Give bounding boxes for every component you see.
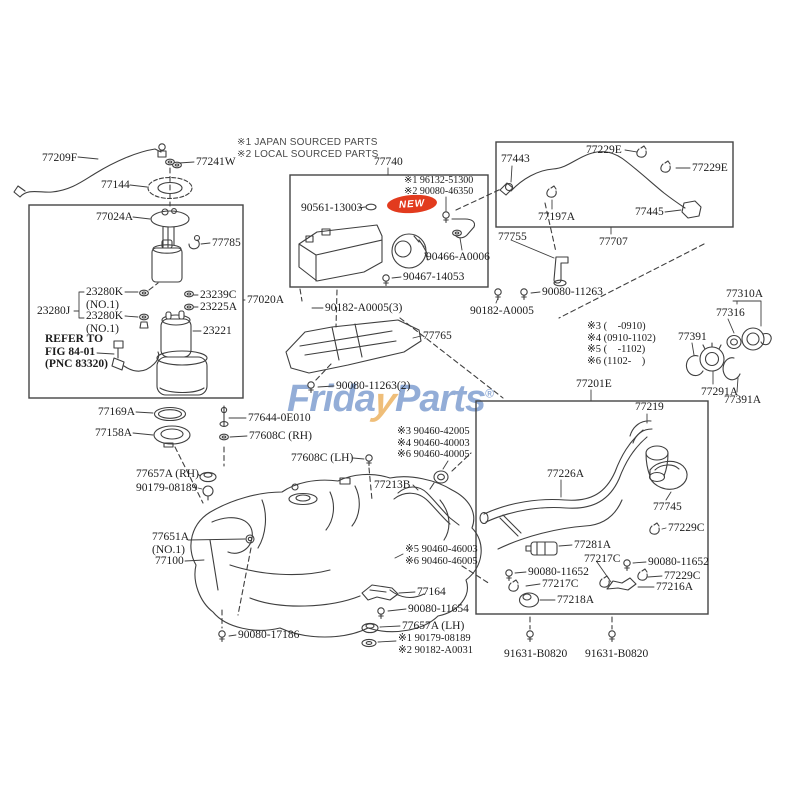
- part-label: 90467-14053: [403, 271, 465, 283]
- part-label: 23280K (NO.1): [86, 286, 124, 311]
- part-label: 77443: [501, 153, 530, 165]
- part-label: 77657A (RH): [136, 468, 199, 480]
- vapor-hose-drawing: [494, 145, 702, 301]
- part-label: 77024A: [96, 211, 134, 223]
- dashed-reference-lines: [148, 167, 705, 630]
- part-label: 77657A (LH): [402, 620, 465, 632]
- frame-boxes: [28, 141, 734, 615]
- part-label: 77608C (LH): [291, 452, 354, 464]
- part-label: 77707: [599, 236, 628, 248]
- charcoal-canister-drawing: [298, 203, 476, 287]
- part-label: 77169A: [98, 406, 136, 418]
- part-label: 77445: [635, 206, 664, 218]
- vapor-hose-box: [495, 141, 734, 228]
- part-label: ※3 90460-42005 ※4 90460-40003 ※6 90460-4…: [397, 426, 470, 461]
- watermark-fridayparts: FridayParts®: [287, 378, 494, 423]
- part-label: 77391A: [724, 394, 762, 406]
- part-label: 23280K (NO.1): [86, 310, 124, 335]
- part-label: 90179-08189: [136, 482, 198, 494]
- part-label: 77755: [498, 231, 527, 243]
- part-label: 23239C: [200, 289, 237, 301]
- part-label: 77608C (RH): [249, 430, 312, 442]
- part-label: 77217C: [584, 553, 621, 565]
- fuel-tank-drawing: [153, 405, 482, 648]
- part-label: 91631-B0820: [504, 648, 568, 660]
- part-label: 90080-11654: [408, 603, 469, 615]
- part-label: 77745: [653, 501, 682, 513]
- part-label: 77197A: [538, 211, 576, 223]
- part-label: 77213B: [374, 479, 411, 491]
- fuel-pump-module-drawing: [111, 226, 208, 396]
- part-label: 77229C: [664, 570, 701, 582]
- part-label: 77785: [212, 237, 241, 249]
- pump-module-box: [28, 204, 244, 399]
- part-label: 77229E: [586, 144, 622, 156]
- part-label: 77226A: [547, 468, 585, 480]
- part-label: 77218A: [557, 594, 595, 606]
- part-label: 91631-B0820: [585, 648, 649, 660]
- part-label: 23221: [203, 325, 232, 337]
- protector-shield-drawing: [285, 319, 422, 394]
- part-label: 77644-0E010: [248, 412, 311, 424]
- part-label: 77020A: [247, 294, 285, 306]
- part-label: 90182-A0005: [470, 305, 534, 317]
- part-label: 77201E: [576, 378, 612, 390]
- part-label: 90561-13003: [301, 202, 363, 214]
- part-label: 23280J: [37, 305, 71, 317]
- part-label: 77158A: [95, 427, 133, 439]
- part-label: ※5 90460-46003 ※6 90460-46005: [405, 544, 478, 567]
- part-label: 77229C: [668, 522, 705, 534]
- leader-lines: [73, 149, 762, 643]
- part-label: 77651A (NO.1): [152, 531, 190, 556]
- part-label: ※1 96132-51300 ※2 90080-46350: [404, 175, 474, 197]
- part-label: 77217C: [542, 578, 579, 590]
- part-label: 77216A: [656, 581, 694, 593]
- part-label: 77209F: [42, 152, 78, 164]
- part-label: 77281A: [574, 539, 612, 551]
- canister-box: [289, 174, 489, 288]
- part-label: ※1 90179-08189 ※2 90182-A0031: [398, 633, 474, 656]
- part-label: 77144: [101, 179, 130, 191]
- part-label: 77229E: [692, 162, 728, 174]
- part-label: 77765: [423, 330, 452, 342]
- registered-mark-icon: ®: [485, 386, 494, 401]
- filler-pipe-box: [475, 400, 709, 615]
- part-label: 77164: [417, 586, 446, 598]
- note-label: ※1 JAPAN SOURCED PARTS ※2 LOCAL SOURCED …: [237, 137, 379, 160]
- part-label: 90080-17186: [238, 629, 300, 641]
- part-label: 90182-A0005(3): [325, 302, 403, 314]
- part-label: 77310A: [726, 288, 764, 300]
- part-label: 77100: [155, 555, 184, 567]
- part-label: 90080-11263(2): [336, 380, 411, 392]
- part-label: 77316: [716, 307, 745, 319]
- part-label: ※3 ( -0910) ※4 (0910-1102) ※5 ( -1102) ※…: [587, 321, 656, 367]
- part-label: 90466-A0006: [426, 251, 490, 263]
- part-label: 77291A: [701, 386, 739, 398]
- fuel-cap-drawing: [685, 327, 772, 381]
- filler-pipe-drawing: [479, 420, 688, 643]
- part-label: 90080-11652: [648, 556, 709, 568]
- watermark-text-left: Frida: [287, 378, 376, 420]
- part-label: 77391: [678, 331, 707, 343]
- part-label: 23225A: [200, 301, 238, 313]
- part-label: 90080-11263: [542, 286, 603, 298]
- part-label: 77740: [374, 156, 403, 168]
- watermark-text-right: Parts: [395, 378, 486, 420]
- part-label: REFER TO FIG 84-01 (PNC 83320): [45, 333, 108, 371]
- part-label: 90080-11652: [528, 566, 589, 578]
- part-label: 77241W: [196, 156, 236, 168]
- part-label: 77219: [635, 401, 664, 413]
